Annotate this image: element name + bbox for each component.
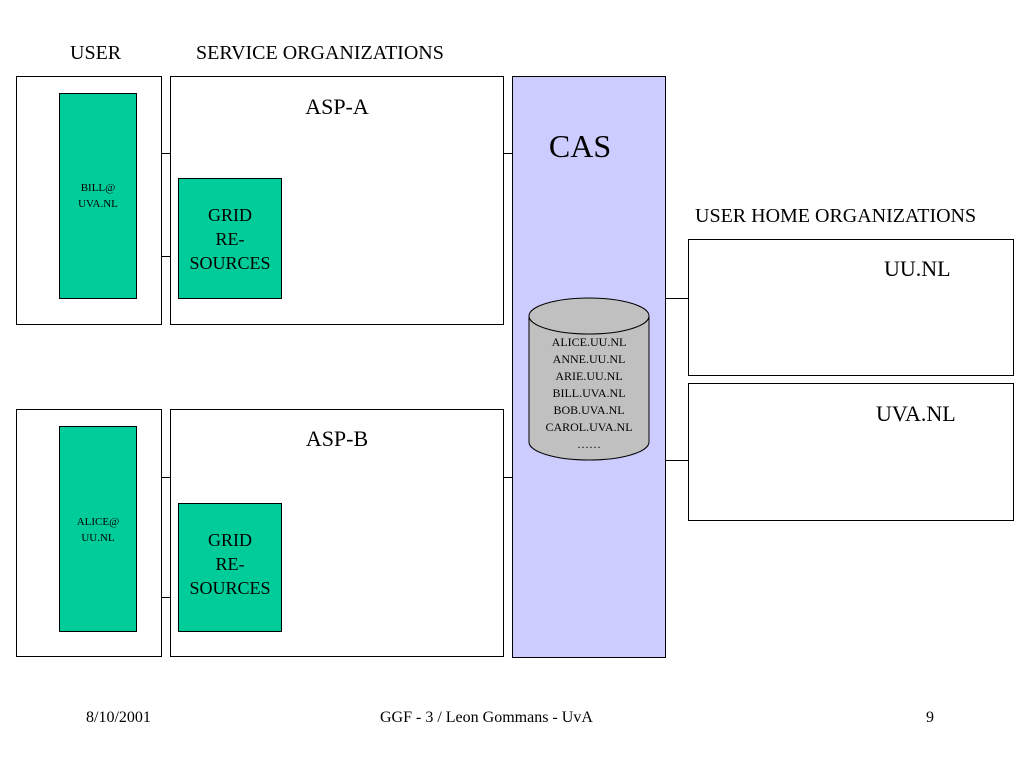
connector-cas-to-uva <box>665 460 691 461</box>
user-alice: ALICE@ UU.NL <box>59 426 137 632</box>
cas-account-item: BOB.UVA.NL <box>553 403 625 417</box>
user-bill-label: BILL@ UVA.NL <box>60 180 136 212</box>
home-org-uva-box <box>688 383 1014 521</box>
footer-page-number: 9 <box>926 709 934 726</box>
grid-resources-a-line-1: GRID <box>208 205 252 225</box>
asp-a-title: ASP-A <box>305 94 369 119</box>
user-bill-line-1: BILL@ <box>80 182 116 194</box>
home-org-uu-box <box>688 239 1014 376</box>
grid-resources-b-label: GRID RE- SOURCES <box>179 528 281 600</box>
asp-b-title: ASP-B <box>305 426 369 451</box>
cas-account-ellipsis: …… <box>577 437 601 451</box>
service-organizations-header: SERVICE ORGANIZATIONS <box>196 42 444 64</box>
user-bill: BILL@ UVA.NL <box>59 93 137 299</box>
grid-resources-b-line-1: GRID <box>208 530 252 550</box>
cas-account-item: CAROL.UVA.NL <box>545 420 633 434</box>
connector-cas-to-uu <box>665 298 691 299</box>
user-alice-line-1: ALICE@ <box>76 516 120 528</box>
cas-account-item: BILL.UVA.NL <box>552 386 626 400</box>
grid-resources-a-label: GRID RE- SOURCES <box>179 203 281 275</box>
home-org-uva-label: UVA.NL <box>876 401 956 426</box>
cas-account-item: ANNE.UU.NL <box>552 352 626 366</box>
user-column-header: USER <box>70 42 122 64</box>
user-alice-line-2: UU.NL <box>81 532 115 544</box>
home-org-uu-label: UU.NL <box>884 256 951 281</box>
cas-database-icon <box>528 297 650 461</box>
footer-date: 8/10/2001 <box>86 709 151 726</box>
user-alice-label: ALICE@ UU.NL <box>60 514 136 546</box>
grid-resources-a: GRID RE- SOURCES <box>178 178 282 299</box>
footer-title: GGF - 3 / Leon Gommans - UvA <box>380 709 593 726</box>
user-home-organizations-header: USER HOME ORGANIZATIONS <box>695 205 977 227</box>
grid-resources-b-line-2: RE- <box>215 554 245 574</box>
grid-resources-b-line-3: SOURCES <box>189 578 271 598</box>
cas-account-list: ALICE.UU.NL ANNE.UU.NL ARIE.UU.NL BILL.U… <box>529 334 649 453</box>
grid-resources-a-line-2: RE- <box>215 229 245 249</box>
grid-resources-b: GRID RE- SOURCES <box>178 503 282 632</box>
grid-resources-a-line-3: SOURCES <box>189 253 271 273</box>
user-bill-line-2: UVA.NL <box>78 198 118 210</box>
cas-account-item: ALICE.UU.NL <box>551 335 627 349</box>
cas-title: CAS <box>548 128 612 164</box>
cas-account-item: ARIE.UU.NL <box>555 369 623 383</box>
